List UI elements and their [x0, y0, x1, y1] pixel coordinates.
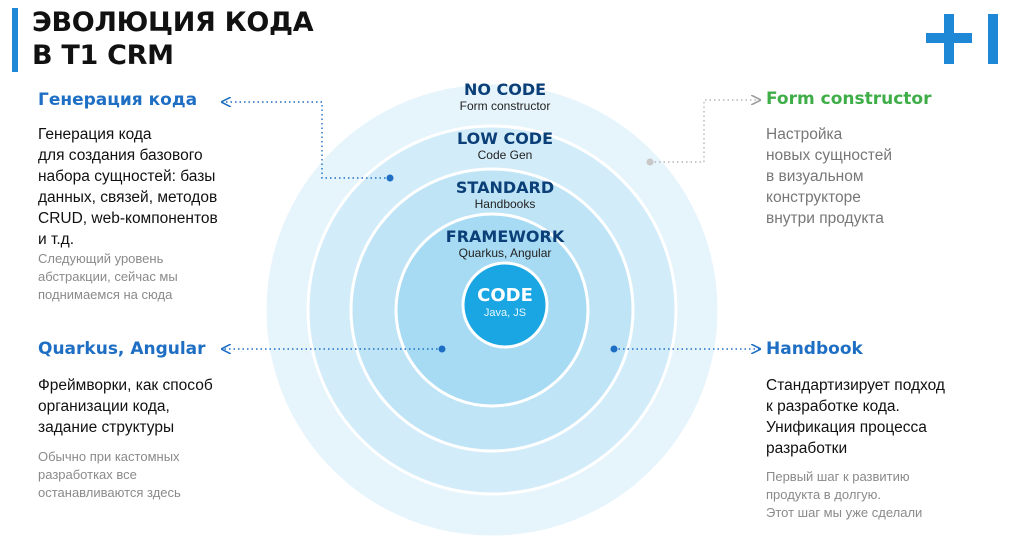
connector-dot-handbook — [610, 345, 618, 353]
form-constructor-text: Настройка новых сущностей в визуальном к… — [766, 124, 892, 229]
ring-label-low-code: LOW CODE Code Gen — [385, 130, 625, 163]
ring-sub-no-code: Form constructor — [459, 99, 551, 113]
handbook-note-line: продукта в долгую. — [766, 487, 882, 502]
connector-codegen — [222, 102, 390, 179]
codegen-note-line: поднимаемся на сюда — [38, 287, 173, 302]
codegen-text-line: Генерация кода — [38, 126, 152, 143]
form-text-line: новых сущностей — [766, 147, 892, 164]
quarkus-note-line: останавливаются здесь — [38, 485, 181, 500]
ring-code — [461, 261, 549, 349]
connector-form — [650, 100, 760, 163]
handbook-text-line: Стандартизирует подход — [766, 377, 945, 394]
ring-label-code: CODE Java, JS — [425, 286, 585, 320]
title-accent-bar — [12, 8, 18, 72]
codegen-text-line: CRUD, web-компонентов — [38, 210, 218, 227]
ring-sub-standard: Handbooks — [474, 197, 536, 211]
ring-label-framework: FRAMEWORK Quarkus, Angular — [385, 228, 625, 261]
codegen-text: Генерация кода для создания базового наб… — [38, 124, 218, 250]
quarkus-text-line: организации кода, — [38, 398, 170, 415]
ring-sub-framework: Quarkus, Angular — [458, 246, 552, 260]
ring-name-no-code: NO CODE — [463, 80, 547, 99]
quarkus-note-line: Обычно при кастомных — [38, 449, 180, 464]
ring-name-standard: STANDARD — [455, 178, 555, 197]
codegen-note-line: абстракции, сейчас мы — [38, 269, 178, 284]
ring-label-standard: STANDARD Handbooks — [385, 179, 625, 212]
handbook-text-line: разработки — [766, 440, 848, 457]
title-line-2: В Т1 CRM — [32, 40, 174, 71]
connector-dot-form — [646, 158, 654, 166]
form-constructor-title: Form constructor — [766, 89, 932, 109]
form-text-line: в визуальном — [766, 168, 864, 185]
connector-dot-codegen — [386, 174, 394, 182]
handbook-title: Handbook — [766, 339, 863, 359]
form-text-line: конструкторе — [766, 189, 861, 206]
quarkus-text-line: Фреймворки, как способ — [38, 377, 213, 394]
codegen-text-line: для создания базового — [38, 147, 203, 164]
ring-name-code: CODE — [477, 285, 533, 306]
ring-sub-code: Java, JS — [483, 307, 527, 319]
codegen-text-line: набора сущностей: базы — [38, 168, 216, 185]
handbook-text-line: к разработке кода. — [766, 398, 900, 415]
quarkus-text: Фреймворки, как способ организации кода,… — [38, 375, 213, 438]
quarkus-note-line: разработках все — [38, 467, 137, 482]
codegen-note-line: Следующий уровень — [38, 251, 164, 266]
handbook-text: Стандартизирует подход к разработке кода… — [766, 375, 945, 459]
ring-name-low-code: LOW CODE — [457, 129, 553, 148]
codegen-text-line: данных, связей, методов — [38, 189, 218, 206]
form-text-line: Настройка — [766, 126, 843, 143]
codegen-text-line: и т.д. — [38, 231, 75, 248]
title-line-1: ЭВОЛЮЦИЯ КОДА — [32, 7, 314, 38]
t1-plus-logo-icon — [926, 14, 998, 64]
ring-name-framework: FRAMEWORK — [445, 227, 565, 246]
form-text-line: внутри продукта — [766, 210, 884, 227]
ring-sub-low-code: Code Gen — [477, 148, 533, 162]
ring-label-no-code: NO CODE Form constructor — [385, 81, 625, 114]
quarkus-title: Quarkus, Angular — [38, 339, 206, 359]
connector-dot-quarkus — [438, 345, 446, 353]
quarkus-text-line: задание структуры — [38, 419, 175, 436]
handbook-note-line: Первый шаг к развитию — [766, 469, 910, 484]
handbook-note: Первый шаг к развитию продукта в долгую.… — [766, 468, 922, 522]
handbook-note-line: Этот шаг мы уже сделали — [766, 505, 923, 520]
codegen-note: Следующий уровень абстракции, сейчас мы … — [38, 250, 178, 304]
page-title: ЭВОЛЮЦИЯ КОДА В Т1 CRM — [32, 6, 314, 72]
quarkus-note: Обычно при кастомных разработках все ост… — [38, 448, 181, 502]
handbook-text-line: Унификация процесса — [766, 419, 927, 436]
codegen-title: Генерация кода — [38, 90, 198, 110]
